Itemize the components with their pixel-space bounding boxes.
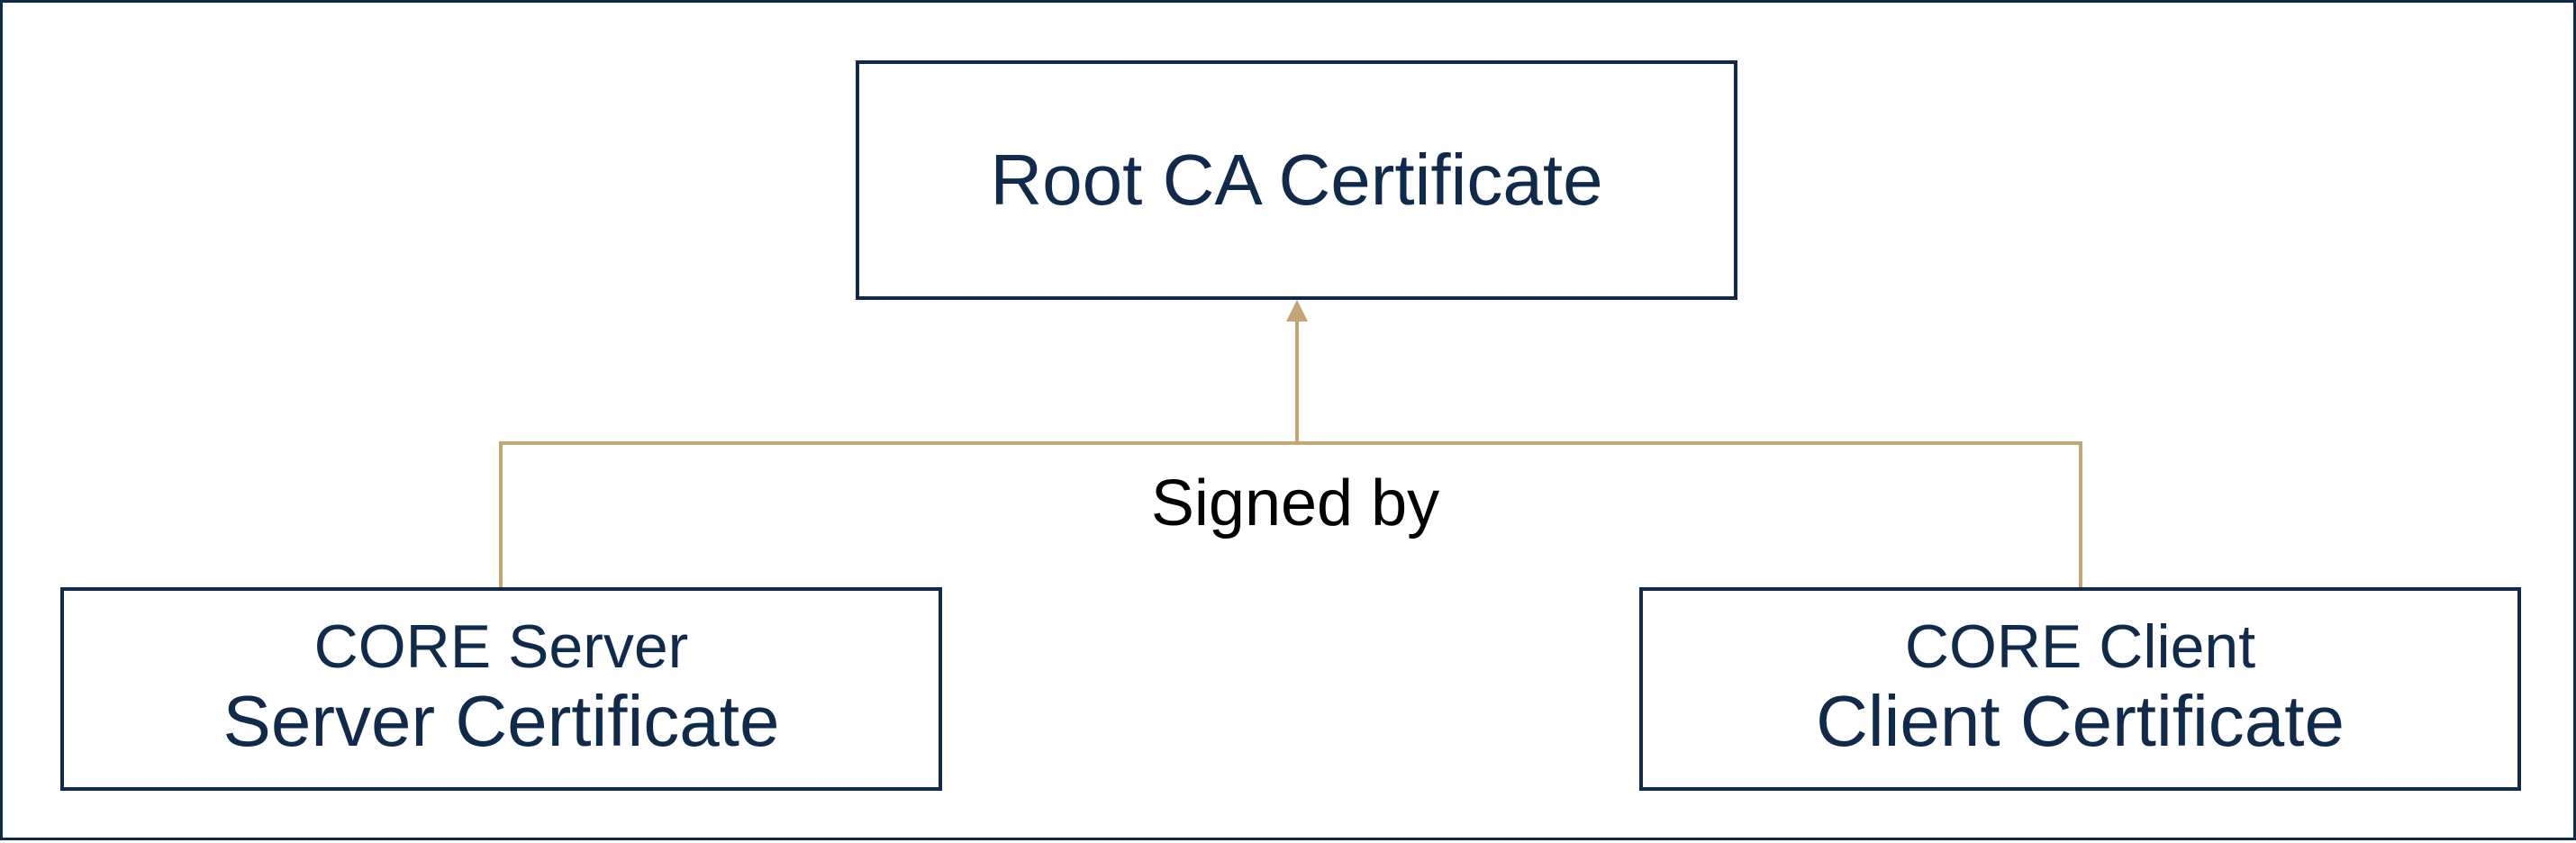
root-ca-certificate-label: Root CA Certificate [990,140,1603,220]
server-subtitle: CORE Server [313,612,689,682]
connector-lines [499,300,2082,587]
client-subtitle: CORE Client [1904,612,2256,682]
client-certificate-box: CORE Client Client Certificate [1639,587,2521,791]
client-certificate-label: Client Certificate [1816,680,2345,761]
server-certificate-box: CORE Server Server Certificate [60,587,942,791]
signed-by-label: Signed by [1150,467,1440,539]
signing-arrowhead [1286,300,1308,322]
root-ca-certificate-box: Root CA Certificate [856,60,1737,300]
signing-connector [499,441,2082,587]
server-certificate-label: Server Certificate [222,680,780,761]
